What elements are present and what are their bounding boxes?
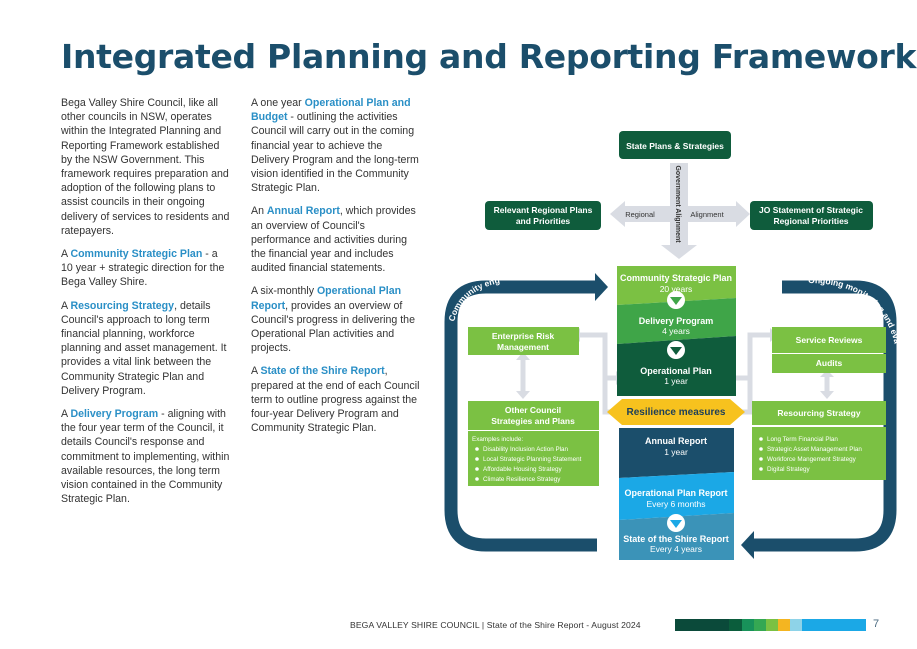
monitoring-loop bbox=[754, 280, 897, 552]
csp-title: Community Strategic Plan bbox=[620, 273, 732, 283]
ar-link: Annual Report bbox=[266, 205, 340, 218]
example-item: Climate Resilience Strategy bbox=[483, 476, 561, 483]
state-plans-box bbox=[619, 131, 731, 159]
text-column-left: Bega Valley Shire Council, like all othe… bbox=[61, 96, 231, 515]
rs-paragraph: A Resourcing Strategy, details Council's… bbox=[61, 299, 227, 397]
other-council-line1: Other Council bbox=[505, 405, 561, 415]
resourcing-item: Long Term Financial Plan bbox=[767, 436, 838, 443]
footer-swatch bbox=[790, 619, 802, 631]
resourcing-items-box bbox=[752, 427, 886, 480]
resourcing-strategy-label: Resourcing Strategy bbox=[777, 408, 860, 418]
opr-sub: Every 6 months bbox=[646, 499, 705, 509]
operational-sub: 1 year bbox=[664, 376, 688, 386]
footer-swatch bbox=[766, 619, 778, 631]
audits-label: Audits bbox=[816, 358, 843, 368]
erm-box bbox=[468, 327, 579, 355]
monitoring-arrowhead bbox=[741, 531, 754, 559]
regional-label: Regional bbox=[625, 210, 655, 219]
resourcing-item: Strategic Asset Management Plan bbox=[767, 446, 862, 453]
jo-statement-line1: JO Statement of Strategic bbox=[759, 205, 863, 215]
examples-title: Examples include: bbox=[472, 436, 523, 443]
annual-sub: 1 year bbox=[664, 447, 688, 457]
delivery-sub: 4 years bbox=[662, 326, 690, 336]
community-engagement-arrowhead bbox=[595, 273, 608, 301]
csp-box bbox=[617, 266, 736, 305]
footer-swatch bbox=[754, 619, 766, 631]
csp-paragraph: A Community Strategic Plan - a 10 year +… bbox=[61, 248, 225, 289]
footer-color-bar bbox=[675, 619, 866, 631]
op-paragraph: A one year Operational Plan and Budget -… bbox=[251, 97, 419, 195]
community-engagement-loop bbox=[444, 280, 597, 552]
sosr-paragraph: A State of the Shire Report, prepared at… bbox=[251, 365, 420, 435]
delivery-title: Delivery Program bbox=[639, 316, 714, 326]
intro-paragraph: Bega Valley Shire Council, like all othe… bbox=[61, 97, 230, 237]
annual-title: Annual Report bbox=[645, 436, 707, 446]
state-plans-label: State Plans & Strategies bbox=[626, 141, 724, 151]
resourcing-item: Digital Strategy bbox=[767, 466, 811, 473]
page-title: Integrated Planning and Reporting Framew… bbox=[61, 37, 917, 76]
footer-text: BEGA VALLEY SHIRE COUNCIL | State of the… bbox=[350, 620, 641, 630]
resourcing-item: Workforce Mangement Strategy bbox=[767, 456, 857, 463]
opr-title: Operational Plan Report bbox=[624, 488, 727, 498]
page-number: 7 bbox=[873, 618, 880, 630]
delivery-program-box bbox=[617, 298, 736, 344]
opr-paragraph: A six-monthly Operational Plan Report, p… bbox=[251, 285, 415, 355]
footer-swatch bbox=[802, 619, 866, 631]
other-council-box bbox=[468, 401, 599, 430]
dp-paragraph: A Delivery Program - aligning with the f… bbox=[61, 408, 230, 506]
relevant-regional-line2: and Priorities bbox=[516, 216, 571, 226]
service-reviews-box bbox=[772, 327, 886, 353]
government-alignment-label: Government Alignment bbox=[674, 165, 681, 243]
csp-sub: 20 years bbox=[660, 284, 693, 294]
sosr-title: State of the Shire Report bbox=[623, 534, 729, 544]
service-reviews-label: Service Reviews bbox=[796, 335, 863, 345]
government-alignment-arrow bbox=[661, 163, 697, 259]
footer-swatch bbox=[729, 619, 742, 631]
op-link: Operational Plan and Budget bbox=[251, 97, 411, 124]
csp-link: Community Strategic Plan bbox=[70, 248, 203, 261]
community-engagement-label: Community engagement bbox=[0, 0, 501, 322]
relevant-regional-box bbox=[485, 201, 601, 230]
text-column-right: A one year Operational Plan and Budget -… bbox=[251, 96, 423, 444]
relevant-regional-line1: Relevant Regional Plans bbox=[494, 205, 593, 215]
sosr-box bbox=[619, 513, 734, 560]
resilience-arrow bbox=[607, 399, 745, 425]
footer-swatch bbox=[675, 619, 729, 631]
opr-box bbox=[619, 472, 734, 520]
opr-link: Operational Plan Report bbox=[251, 285, 402, 312]
operational-plan-box bbox=[617, 336, 736, 396]
resourcing-strategy-box bbox=[752, 401, 886, 425]
sosr-sub: Every 4 years bbox=[650, 544, 702, 554]
jo-statement-line2: Regional Priorities bbox=[773, 216, 848, 226]
operational-title: Operational Plan bbox=[640, 366, 712, 376]
other-council-line2: Strategies and Plans bbox=[491, 416, 575, 426]
rs-link: Resourcing Strategy bbox=[70, 299, 175, 312]
audits-box bbox=[772, 354, 886, 373]
resilience-label: Resilience measures bbox=[627, 407, 726, 418]
erm-line2: Management bbox=[497, 342, 549, 352]
sosr-link: State of the Shire Report bbox=[260, 365, 385, 378]
alignment-label: Alignment bbox=[690, 210, 724, 219]
jo-statement-box bbox=[750, 201, 873, 230]
footer-swatch bbox=[778, 619, 790, 631]
example-item: Affordable Housing Strategy bbox=[483, 466, 562, 473]
annual-report-box bbox=[619, 428, 734, 478]
ongoing-monitoring-label: Ongoing monitoring and evaluation bbox=[0, 0, 903, 345]
dp-link: Delivery Program bbox=[70, 408, 159, 421]
example-item: Local Strategic Planning Statement bbox=[483, 456, 582, 463]
examples-box bbox=[468, 431, 599, 486]
ar-paragraph: An Annual Report, which provides an over… bbox=[251, 205, 416, 275]
erm-line1: Enterprise Risk bbox=[492, 331, 555, 341]
footer-swatch bbox=[742, 619, 754, 631]
example-item: Disability Inclusion Action Plan bbox=[483, 446, 569, 453]
